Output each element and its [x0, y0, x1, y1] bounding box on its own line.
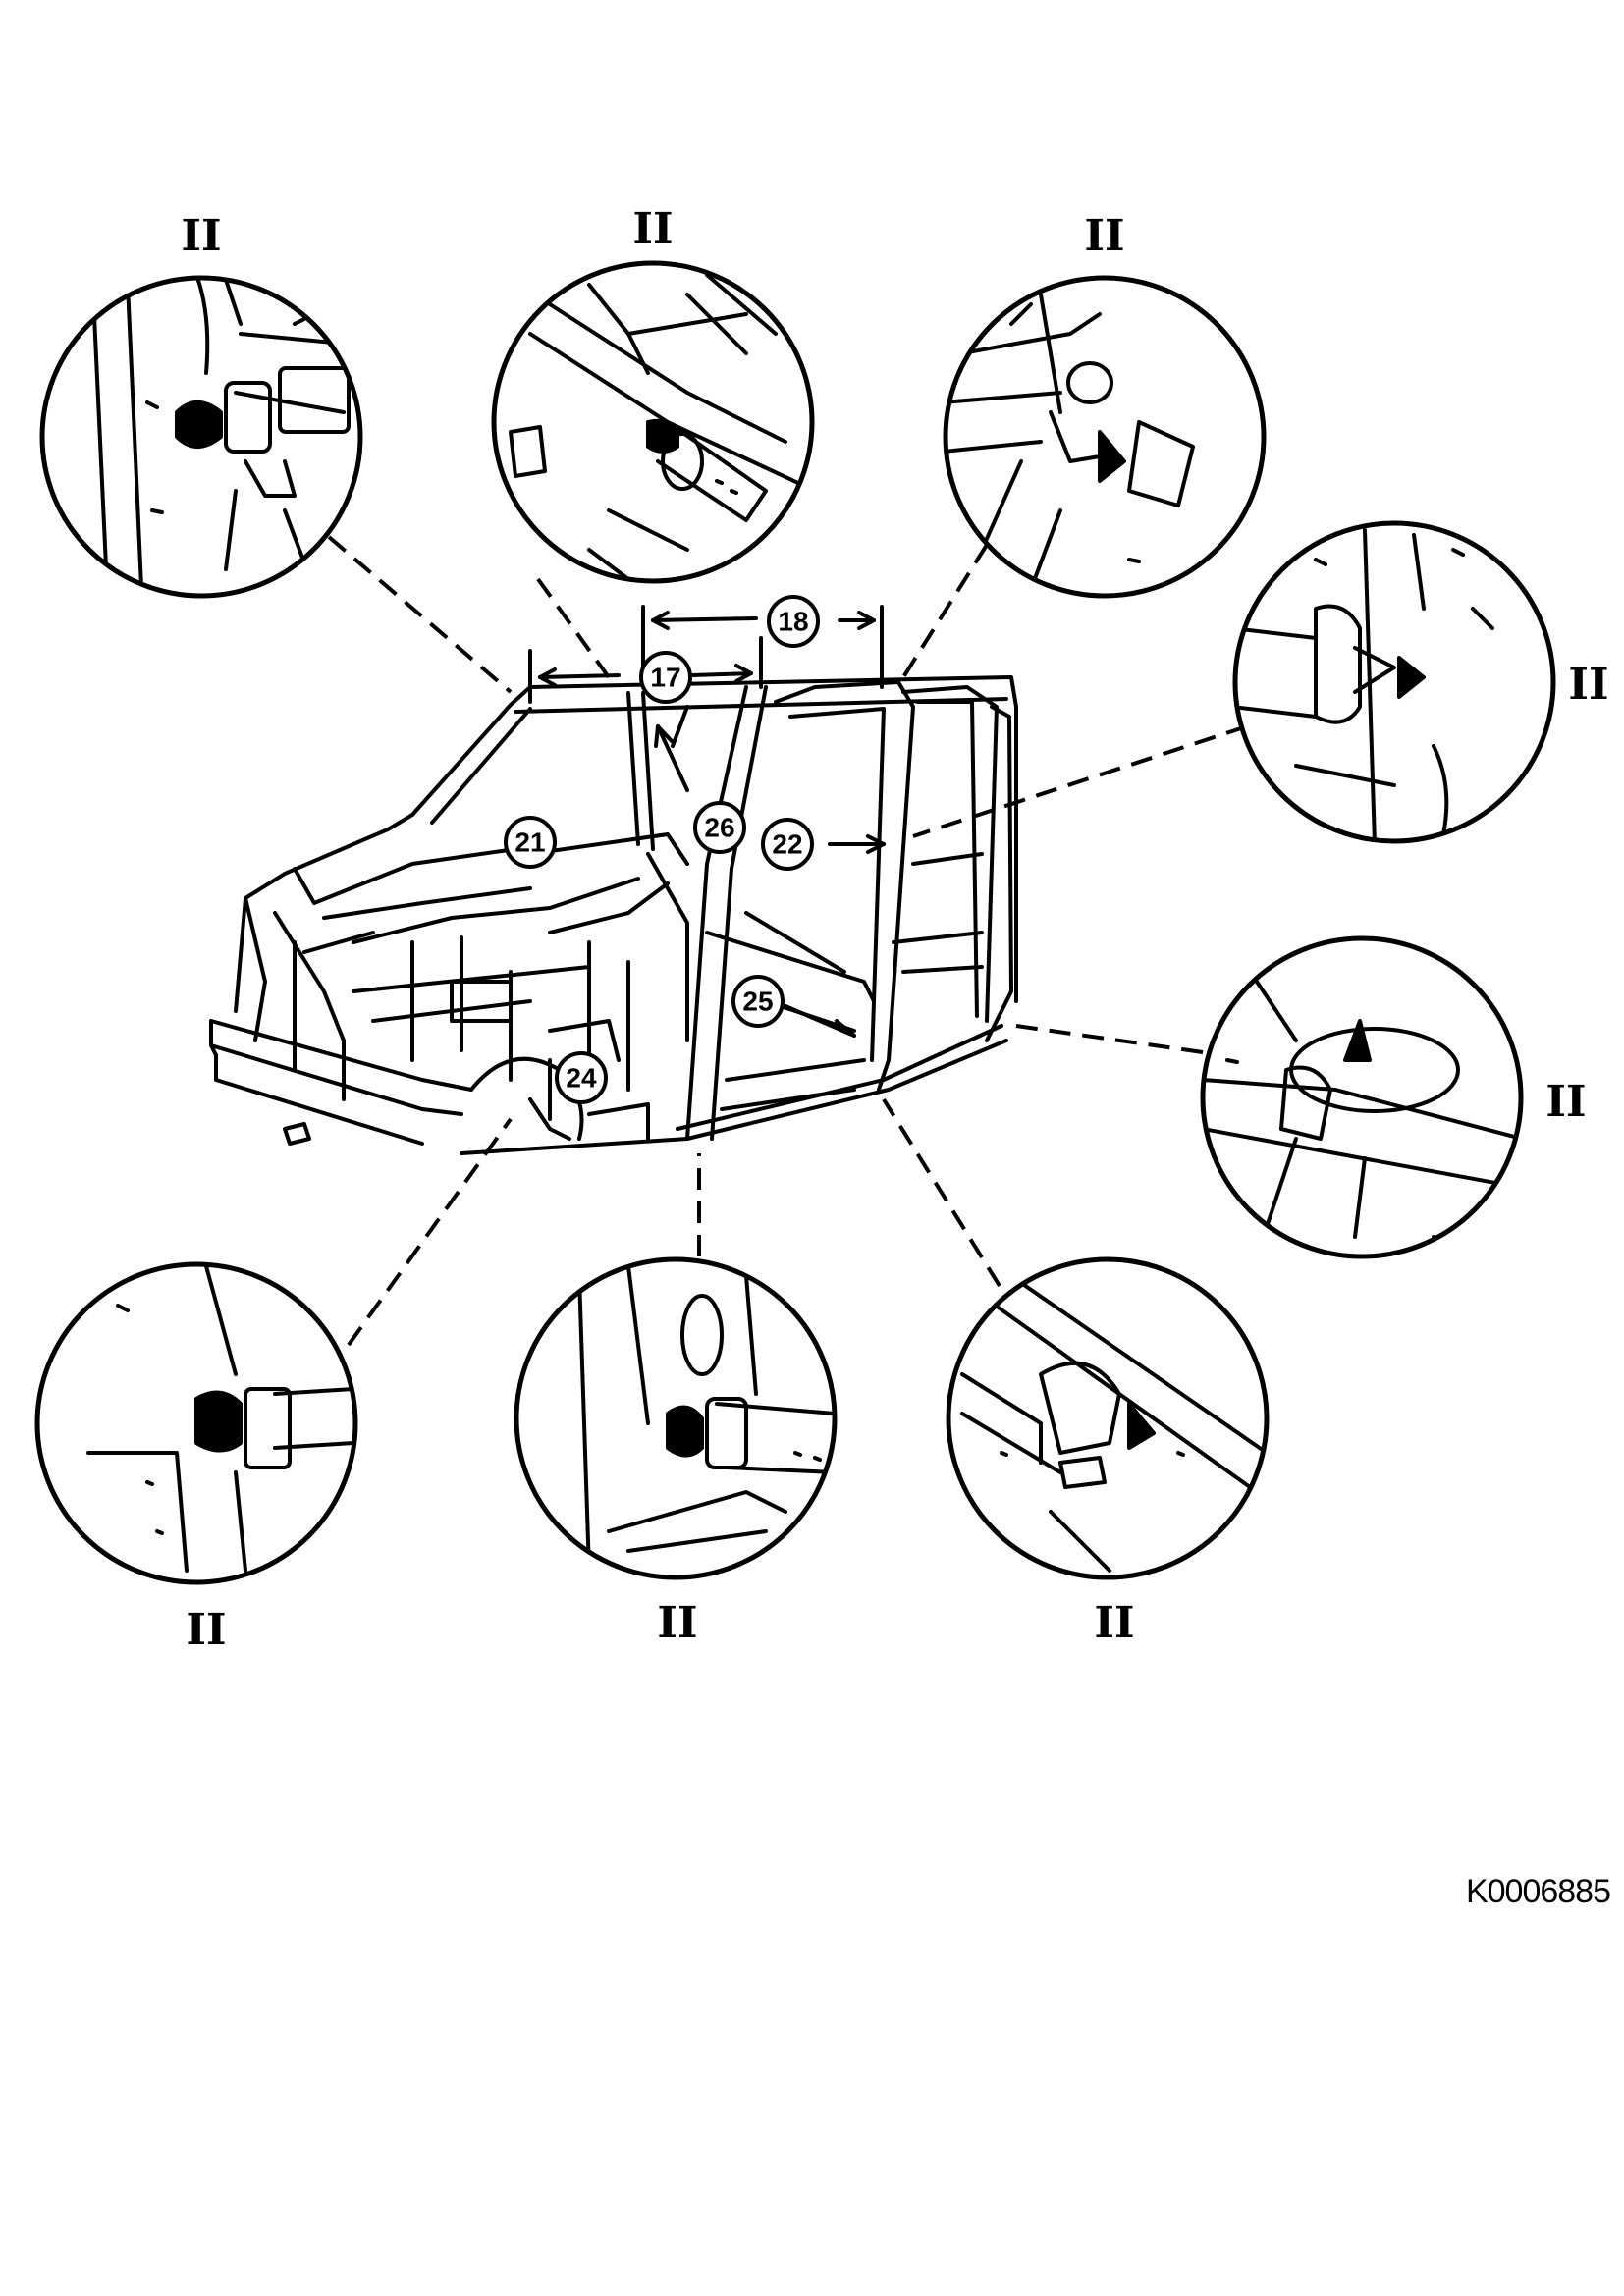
- callout-21-label: 21: [514, 828, 545, 858]
- view-label-right-upper: II: [1568, 660, 1608, 710]
- leader-arrows: [548, 724, 886, 1121]
- callout-18: 18: [767, 595, 820, 648]
- callout-17: 17: [639, 651, 692, 704]
- detail-view-bottom-left: II: [34, 1261, 358, 1655]
- callout-17-label: 17: [650, 663, 680, 693]
- callout-25: 25: [731, 975, 785, 1028]
- callout-22-label: 22: [772, 829, 802, 860]
- view-label-right-lower: II: [1545, 1077, 1586, 1127]
- callout-18-label: 18: [778, 607, 808, 637]
- view-label-bottom-right: II: [1094, 1598, 1134, 1648]
- detail-view-bottom-center: II: [514, 1256, 838, 1648]
- dimension-lines: [528, 605, 884, 748]
- detail-view-top-left: II: [39, 211, 363, 599]
- view-label-top-left: II: [181, 211, 221, 261]
- callout-21: 21: [504, 816, 557, 869]
- detail-view-right-lower: II: [1200, 935, 1587, 1259]
- view-label-bottom-center: II: [657, 1598, 697, 1648]
- view-label-top-right: II: [1084, 211, 1124, 261]
- callout-24: 24: [555, 1051, 608, 1104]
- detail-view-top-center: II: [491, 204, 815, 584]
- detail-view-top-right: II: [943, 211, 1267, 599]
- callout-25-label: 25: [742, 987, 773, 1017]
- callout-26: 26: [693, 801, 746, 854]
- view-label-bottom-left: II: [186, 1605, 226, 1655]
- detail-view-right-upper: II: [1232, 520, 1609, 844]
- vehicle-body-shell: [209, 675, 1018, 1155]
- detail-leader-lines: [327, 535, 1248, 1347]
- view-label-top-center: II: [632, 204, 673, 254]
- callout-22: 22: [761, 818, 814, 871]
- callout-26-label: 26: [704, 813, 734, 843]
- reference-code: K0006885: [1466, 1873, 1610, 1910]
- detail-view-bottom-right: II: [946, 1256, 1270, 1648]
- callout-24-label: 24: [566, 1063, 597, 1094]
